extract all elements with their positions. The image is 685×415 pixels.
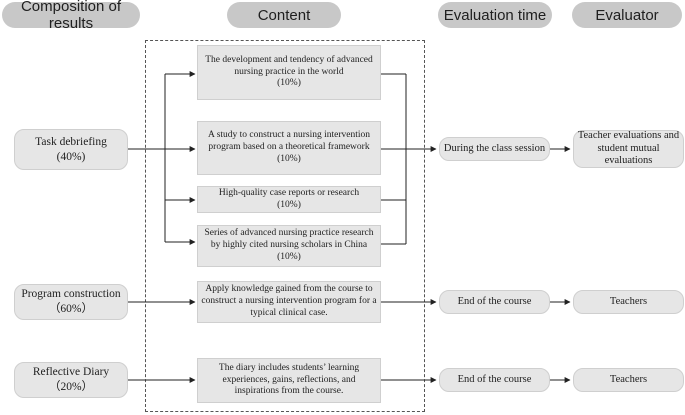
component-weight: （20%） — [48, 381, 94, 393]
content-line: The diary includes students’ learning — [218, 362, 360, 373]
evaluator-teachers-and-students: Teacher evaluations and student mutual e… — [573, 130, 684, 168]
evaluation-time-label: End of the course — [457, 295, 532, 307]
evaluator-line: student mutual evaluations — [597, 142, 660, 167]
header-composition-label: Composition of results — [20, 0, 122, 32]
component-weight: （60%） — [48, 303, 94, 315]
content-case-reports: High-quality case reports or research (1… — [197, 186, 381, 213]
content-line: Apply knowledge gained from the course t… — [205, 284, 373, 295]
header-composition: Composition of results — [2, 0, 140, 32]
evaluator-line: Teacher evaluations and — [577, 130, 680, 142]
content-line: by highly cited nursing scholars in Chin… — [210, 240, 368, 251]
evaluation-time-class-session: During the class session — [439, 137, 550, 161]
content-intervention-study: A study to construct a nursing intervent… — [197, 121, 381, 175]
header-content-label: Content — [257, 6, 311, 24]
evaluator-teachers: Teachers — [573, 368, 684, 392]
content-line: The development and tendency of advanced — [205, 54, 373, 65]
content-weight: (10%) — [277, 78, 301, 89]
content-development-tendency: The development and tendency of advanced… — [197, 45, 381, 100]
header-evaluator: Evaluator — [572, 2, 682, 28]
component-program-construction: Program construction （60%） — [14, 284, 128, 320]
content-line: program based on a theoretical framework — [208, 142, 370, 153]
content-line: A study to construct a nursing intervent… — [207, 130, 370, 141]
header-evaluation-time: Evaluation time — [438, 2, 552, 28]
content-line: experiences, gains, reflections, and — [222, 374, 356, 385]
content-line: nursing practice in the world — [234, 66, 344, 77]
component-name: Reflective Diary — [32, 366, 110, 379]
content-line: Series of advanced nursing practice rese… — [204, 228, 374, 239]
component-weight: (40%) — [56, 150, 86, 163]
content-weight: (10%) — [277, 199, 301, 210]
component-task-debriefing: Task debriefing (40%) — [14, 129, 128, 170]
content-weight: (10%) — [277, 251, 301, 262]
content-frame — [145, 40, 425, 412]
content-program-construction: Apply knowledge gained from the course t… — [197, 281, 381, 323]
evaluation-time-label: During the class session — [443, 142, 546, 154]
content-line: construct a nursing intervention program… — [201, 296, 377, 307]
header-content: Content — [227, 2, 341, 28]
evaluator-line: Teachers — [609, 295, 648, 307]
header-evaluator-label: Evaluator — [595, 6, 659, 24]
evaluation-time-label: End of the course — [457, 373, 532, 385]
component-name: Task debriefing — [35, 135, 107, 148]
content-line: inspirations from the course. — [234, 386, 344, 397]
evaluation-time-end-of-course: End of the course — [439, 368, 550, 392]
content-research-series: Series of advanced nursing practice rese… — [197, 225, 381, 267]
content-line: typical clinical case. — [250, 307, 328, 318]
header-evaluation-time-label: Evaluation time — [443, 6, 547, 24]
content-weight: (10%) — [277, 153, 301, 164]
content-line: High-quality case reports or research — [218, 187, 360, 198]
evaluation-time-end-of-course: End of the course — [439, 290, 550, 314]
content-reflective-diary: The diary includes students’ learning ex… — [197, 358, 381, 403]
component-reflective-diary: Reflective Diary （20%） — [14, 362, 128, 398]
component-name: Program construction — [21, 288, 121, 301]
evaluator-teachers: Teachers — [573, 290, 684, 314]
evaluator-line: Teachers — [609, 373, 648, 385]
